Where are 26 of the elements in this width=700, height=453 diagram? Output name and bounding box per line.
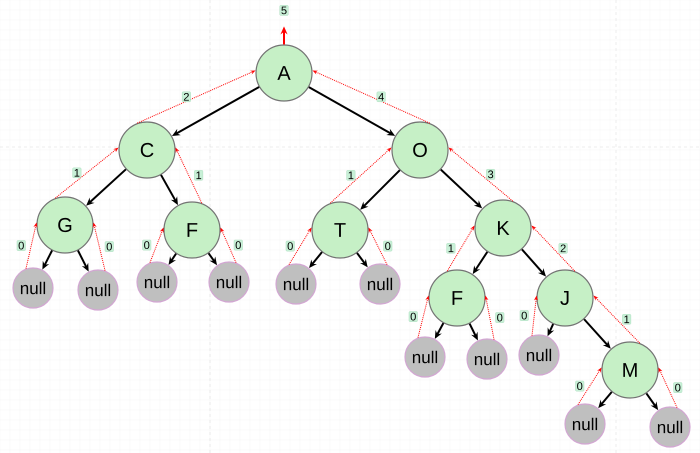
edge-label: 0 [142,240,152,250]
edge-label: 1 [622,314,632,324]
edge-label: 1 [446,243,456,254]
dotted-arrow [448,148,514,202]
edge-label: 0 [520,310,529,321]
edge-label: 0 [575,380,584,392]
edge-label: 0 [234,240,243,250]
edge-label: 1 [346,170,356,180]
edge-label: 4 [376,92,386,102]
dotted-arrow [532,226,576,272]
edge-label: 0 [104,241,114,252]
edge-label: 1 [194,170,204,180]
edge-label: 3 [486,169,496,180]
edge-label: 0 [495,312,504,323]
edge-label: 0 [408,311,418,322]
edge-label: 2 [558,243,568,254]
edge-label: 1 [72,168,82,178]
dotted-arrow [54,148,118,199]
edge-label: 5 [280,5,288,16]
edge-label: 0 [16,240,26,251]
dotted-arrow [594,296,640,344]
edge-label: 0 [673,382,682,393]
edge-label: 0 [286,240,295,252]
edge-label: 0 [383,240,392,252]
dotted-arrow [330,148,392,204]
edge-label: 2 [182,92,191,102]
